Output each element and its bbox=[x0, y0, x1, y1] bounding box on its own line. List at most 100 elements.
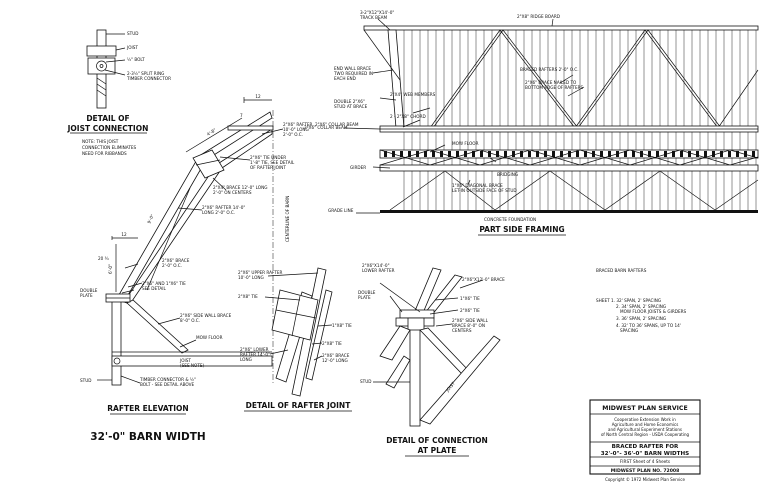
label-plate-joist: JOIST bbox=[444, 381, 456, 394]
title-block-org: MIDWEST PLAN SERVICE bbox=[602, 405, 687, 412]
label-grade-line: GRADE LINE bbox=[328, 208, 354, 213]
label-side-mow-floor: MOW FLOOR bbox=[452, 141, 479, 146]
title-block-drawing-line2: 32'-0"- 36'-0" BARN WIDTHS bbox=[601, 451, 689, 457]
notes-line-4: 3. 36' SPAN, 2' SPACING bbox=[616, 316, 666, 321]
notes-line-2: 2. 34' SPAN, 2' SPACING bbox=[616, 304, 666, 309]
joist-end-mark bbox=[504, 151, 507, 157]
part-side-framing-title: PART SIDE FRAMING bbox=[479, 225, 564, 234]
label-lower-rafter-joint-length: RAFTER 14'-0" bbox=[240, 352, 270, 357]
part-side-framing: 3-2"X12"X14'-0" TRACK BEAM 2"X8" RIDGE B… bbox=[304, 10, 759, 236]
joist-end-marks bbox=[384, 151, 755, 157]
label-lower-rafter: LOWER RAFTER bbox=[362, 268, 395, 273]
joist-note-line2: CONNECTION ELIMINATES bbox=[82, 145, 137, 150]
joist-end-mark bbox=[552, 151, 555, 157]
title-block-frame bbox=[589, 399, 701, 475]
joist-end-mark bbox=[584, 151, 587, 157]
label-plate-double: DOUBLE bbox=[358, 290, 376, 295]
label-joint-brace-length: 12'-0" LONG bbox=[322, 358, 348, 363]
label-double: DOUBLE bbox=[80, 288, 98, 293]
label-ridge-board: 2"X8" RIDGE BOARD bbox=[517, 14, 560, 19]
label-tie-under: 2"X6" TIE UNDER bbox=[250, 155, 286, 160]
joist-end-mark bbox=[632, 151, 635, 157]
joist-end-mark bbox=[568, 151, 571, 157]
label-upper-rafter-joint-length: 10'-0" LONG bbox=[238, 275, 264, 280]
joist-label-timber-connector: TIMBER CONNECTOR bbox=[126, 76, 171, 81]
title-block: MIDWEST PLAN SERVICE Cooperative Extensi… bbox=[589, 399, 701, 482]
label-brace-2x6-spacing: 2'-0" O.C. bbox=[162, 263, 182, 268]
joist-end-mark bbox=[424, 151, 427, 157]
label-plate-brace: 2"X6"X12'-0" BRACE bbox=[462, 277, 505, 282]
label-side-wall-brace: 2"X6" SIDE WALL BRACE bbox=[180, 313, 232, 318]
joist-end-mark bbox=[696, 151, 699, 157]
rafter-elevation: 12 4'-8" 7 9'-0" 12 20 ¾ 6'-0" 2"X6" RAF… bbox=[80, 94, 359, 443]
title-block-drawing-line1: BRACED RAFTER FOR bbox=[612, 444, 679, 450]
label-tie-2x8: 2"X8" TIE bbox=[322, 341, 342, 346]
joist-label-joist: JOIST bbox=[126, 45, 138, 50]
joist-detail-title-line2: JOIST CONNECTION bbox=[67, 124, 149, 133]
label-mow-floor: MOW FLOOR bbox=[196, 335, 223, 340]
joist-connection-drawing bbox=[86, 29, 126, 109]
joist-end-mark bbox=[688, 151, 691, 157]
label-lower-rafter-joint: 2"X6" LOWER bbox=[240, 347, 269, 352]
joist-end-mark bbox=[536, 151, 539, 157]
label-joist-see-note: (SEE NOTE) bbox=[180, 363, 205, 368]
label-upper-rafter-length: 10'-0" LONG bbox=[283, 127, 309, 132]
joist-end-mark bbox=[472, 151, 475, 157]
joist-end-mark bbox=[728, 151, 731, 157]
title-block-sub-3: and Agricultural Experiment Stations bbox=[608, 427, 682, 432]
joist-connection-detail: STUD JOIST ½" BOLT 2-3½" SPLIT RING TIMB… bbox=[67, 29, 171, 156]
rafter-joint-title: DETAIL OF RAFTER JOINT bbox=[246, 401, 352, 410]
joist-detail-title-line1: DETAIL OF bbox=[86, 114, 129, 123]
label-lower-rafter-joint-long: LONG bbox=[240, 357, 252, 362]
label-joist: JOIST bbox=[179, 358, 191, 363]
joist-end-mark bbox=[456, 151, 459, 157]
label-girder: GIRDER bbox=[350, 165, 366, 170]
label-bridging: BRIDGING bbox=[497, 172, 518, 177]
label-plate-plate: PLATE bbox=[358, 295, 371, 300]
label-side-wall-brace-spacing: 8'-0" O.C. bbox=[180, 318, 200, 323]
dim-9-0: 9'-0" bbox=[146, 213, 155, 224]
label-diagonal-brace: 1"X6" DIAGONAL BRACE bbox=[452, 183, 503, 188]
joist-end-mark bbox=[712, 151, 715, 157]
plate-connection-detail: 2"X6"X14'-0" LOWER RAFTER 2"X6"X12'-0" B… bbox=[358, 263, 505, 457]
joist-label-stud: STUD bbox=[127, 31, 139, 36]
rafter-joint-detail: 2"X6" UPPER RAFTER 10'-0" LONG 2"X8" TIE… bbox=[238, 267, 352, 412]
joist-end-mark bbox=[752, 151, 755, 157]
label-end-wall-brace: END WALL BRACE bbox=[334, 66, 371, 71]
label-double-stud: DOUBLE 2"X6" bbox=[334, 99, 365, 104]
joist-note-line3: NEED FOR RIBBANDS bbox=[82, 151, 127, 156]
joist-end-mark bbox=[624, 151, 627, 157]
dim-20-3-4: 20 ¾ bbox=[98, 256, 109, 261]
joist-end-mark bbox=[520, 151, 523, 157]
joist-end-mark bbox=[576, 151, 579, 157]
label-brace-nailed: 2"X6" BRACE NAILED TO bbox=[525, 80, 577, 85]
label-let-in: LET-IN OUTSIDE FACE OF STUD bbox=[452, 188, 517, 193]
dim-6-0: 6'-0" bbox=[108, 264, 113, 274]
label-plate-stud: STUD bbox=[360, 379, 372, 384]
label-tie-1x8: 1"X8" TIE bbox=[332, 323, 352, 328]
notes-line-1: SHEET 1. 32' SPAN, 2' SPACING bbox=[596, 298, 661, 303]
label-ties-see-detail: 2"X6" AND 1"X6" TIE bbox=[142, 281, 186, 286]
notes-line-3: MOW FLOOR JOISTS & GIRDERS bbox=[620, 309, 687, 314]
joist-end-mark bbox=[432, 151, 435, 157]
label-lower-rafter-size: 2"X6"X14'-0" bbox=[362, 263, 390, 268]
joist-end-mark bbox=[720, 151, 723, 157]
label-plate-brace-oc: BRACE 8'-0" ON bbox=[452, 323, 485, 328]
notes-heading: BRACED BARN RAFTERS bbox=[596, 268, 647, 273]
label-tie-2x8-top: 2"X8" TIE bbox=[238, 294, 258, 299]
joist-note-line1: NOTE: THIS JOIST bbox=[82, 139, 119, 144]
notes-line-5: 4. 32' TO 36' SPANS, UP TO 14' bbox=[616, 323, 681, 328]
label-collar-beam: 2"X6" COLLAR BEAM bbox=[315, 122, 359, 127]
joist-end-mark bbox=[528, 151, 531, 157]
rafter-elevation-title: RAFTER ELEVATION bbox=[107, 404, 188, 413]
joist-end-mark bbox=[448, 151, 451, 157]
label-plate-centers: CENTERS bbox=[452, 328, 472, 333]
label-joint-brace: 2"X6" BRACE bbox=[322, 353, 350, 358]
notes-line-6: SPACING bbox=[620, 328, 638, 333]
joist-end-mark bbox=[408, 151, 411, 157]
joist-end-mark bbox=[680, 151, 683, 157]
label-two-required: TWO REQUIRED IN bbox=[333, 71, 373, 76]
label-lower-rafter-14-spacing: LONG 2'-0" O.C. bbox=[202, 210, 235, 215]
joist-end-mark bbox=[560, 151, 563, 157]
